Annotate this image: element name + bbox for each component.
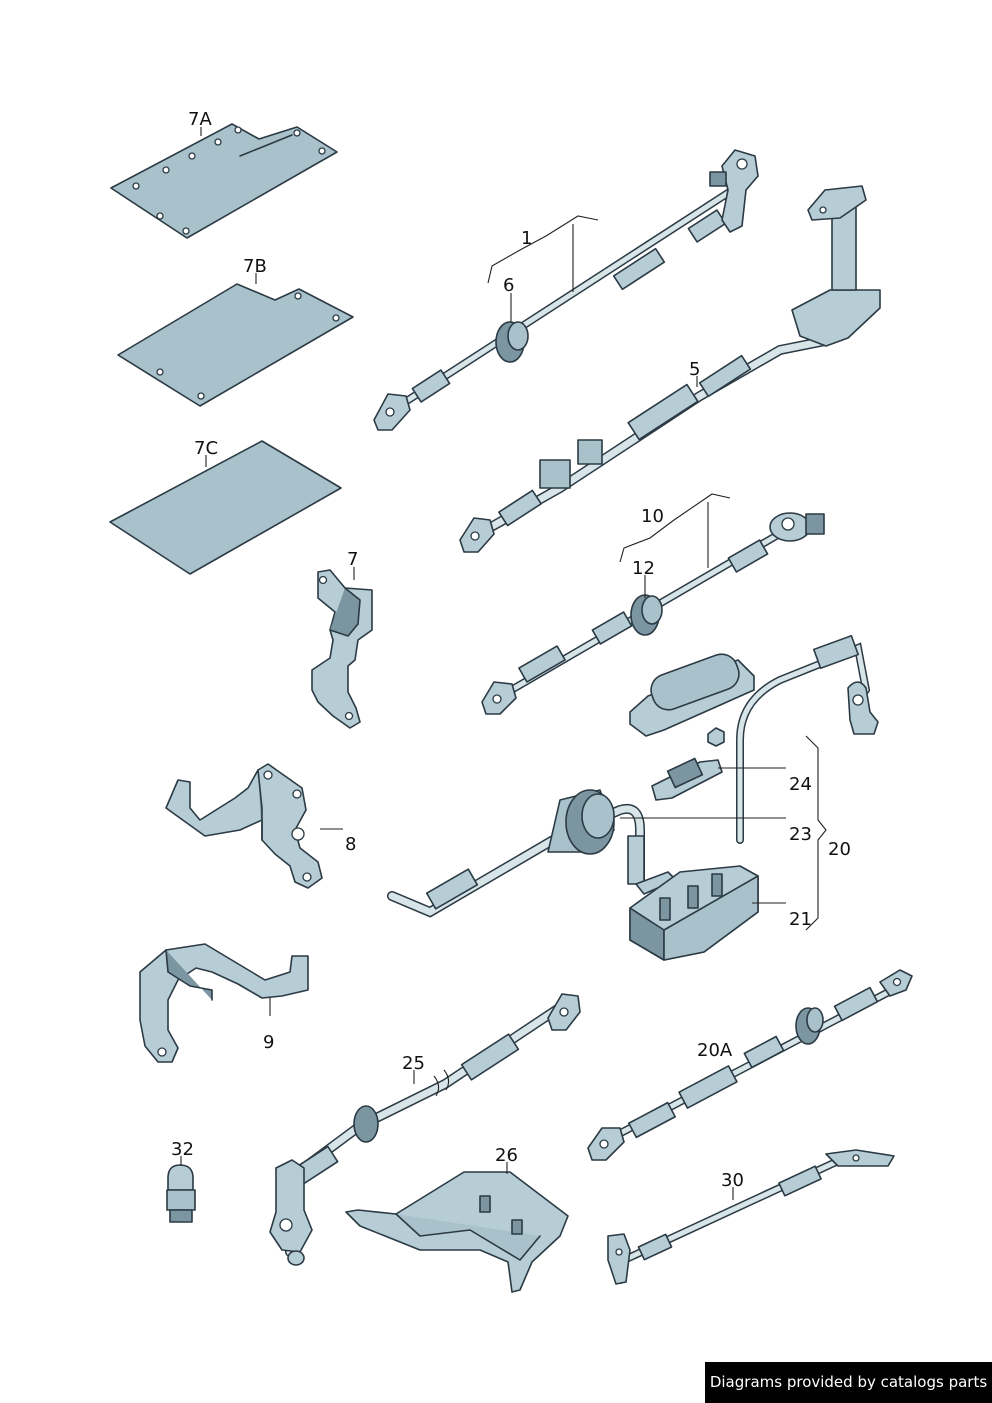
label-21: 21 [752, 902, 812, 930]
part-5-battery-cable [459, 185, 881, 553]
label-7a-text: 7A [188, 109, 212, 130]
label-20a-text: 20A [697, 1040, 733, 1061]
label-20-text: 20 [828, 839, 851, 860]
label-9: 9 [263, 997, 274, 1053]
part-1-battery-cable [373, 149, 759, 431]
label-6-text: 6 [503, 275, 514, 296]
part-20a-grommet [795, 1007, 824, 1045]
part-7a-insulation-plate [110, 123, 338, 239]
footer-credit: Diagrams provided by catalogs parts [705, 1362, 992, 1403]
label-9-text: 9 [263, 1032, 274, 1053]
label-21-text: 21 [789, 909, 812, 930]
label-7a: 7A [188, 109, 212, 136]
part-26-cover [345, 1171, 569, 1293]
label-20a: 20A [697, 1040, 733, 1061]
label-7-text: 7 [347, 549, 358, 570]
label-32-text: 32 [171, 1139, 194, 1160]
label-7b: 7B [243, 256, 267, 284]
label-30: 30 [721, 1170, 744, 1200]
part-32-cap-nut [166, 1164, 196, 1223]
label-6: 6 [503, 275, 514, 322]
label-1: 1 [487, 215, 599, 292]
part-20-cable-to-clamp [736, 634, 879, 844]
label-24: 24 [718, 767, 812, 795]
label-1-text: 1 [521, 228, 532, 249]
part-12-grommet [630, 594, 663, 636]
label-8: 8 [320, 828, 356, 855]
label-7b-text: 7B [243, 256, 267, 277]
label-25-text: 25 [402, 1053, 425, 1074]
label-26-text: 26 [495, 1145, 518, 1166]
label-25: 25 [402, 1053, 425, 1084]
part-21-fuse-holder [629, 865, 759, 961]
part-7-bracket [311, 569, 373, 729]
label-12: 12 [632, 558, 655, 598]
part-7c-insulation-plate [109, 440, 342, 575]
part-30-ground-strap [607, 1149, 895, 1285]
part-9-bracket [139, 943, 309, 1063]
label-24-text: 24 [789, 774, 812, 795]
label-20: 20 [805, 735, 851, 931]
part-20-fuse-cover [629, 653, 755, 737]
label-23-text: 23 [789, 824, 812, 845]
part-6-grommet [495, 321, 529, 363]
label-23: 23 [620, 817, 812, 845]
part-8-bracket [165, 763, 323, 889]
part-23-cable-with-grommet [387, 789, 677, 918]
label-12-text: 12 [632, 558, 655, 579]
part-24-fuse [651, 727, 725, 801]
part-20a-battery-cable [587, 969, 913, 1161]
label-26: 26 [495, 1145, 518, 1174]
label-32: 32 [171, 1139, 194, 1166]
label-10: 10 [619, 493, 731, 568]
part-7b-insulation-plate [117, 283, 354, 407]
label-10-text: 10 [641, 506, 664, 527]
label-7c-text: 7C [194, 438, 218, 459]
label-7: 7 [347, 549, 358, 580]
part-25-battery-cable [269, 993, 581, 1266]
label-30-text: 30 [721, 1170, 744, 1191]
label-5: 5 [689, 359, 700, 387]
label-5-text: 5 [689, 359, 700, 380]
label-7c: 7C [194, 438, 218, 467]
label-8-text: 8 [345, 834, 356, 855]
